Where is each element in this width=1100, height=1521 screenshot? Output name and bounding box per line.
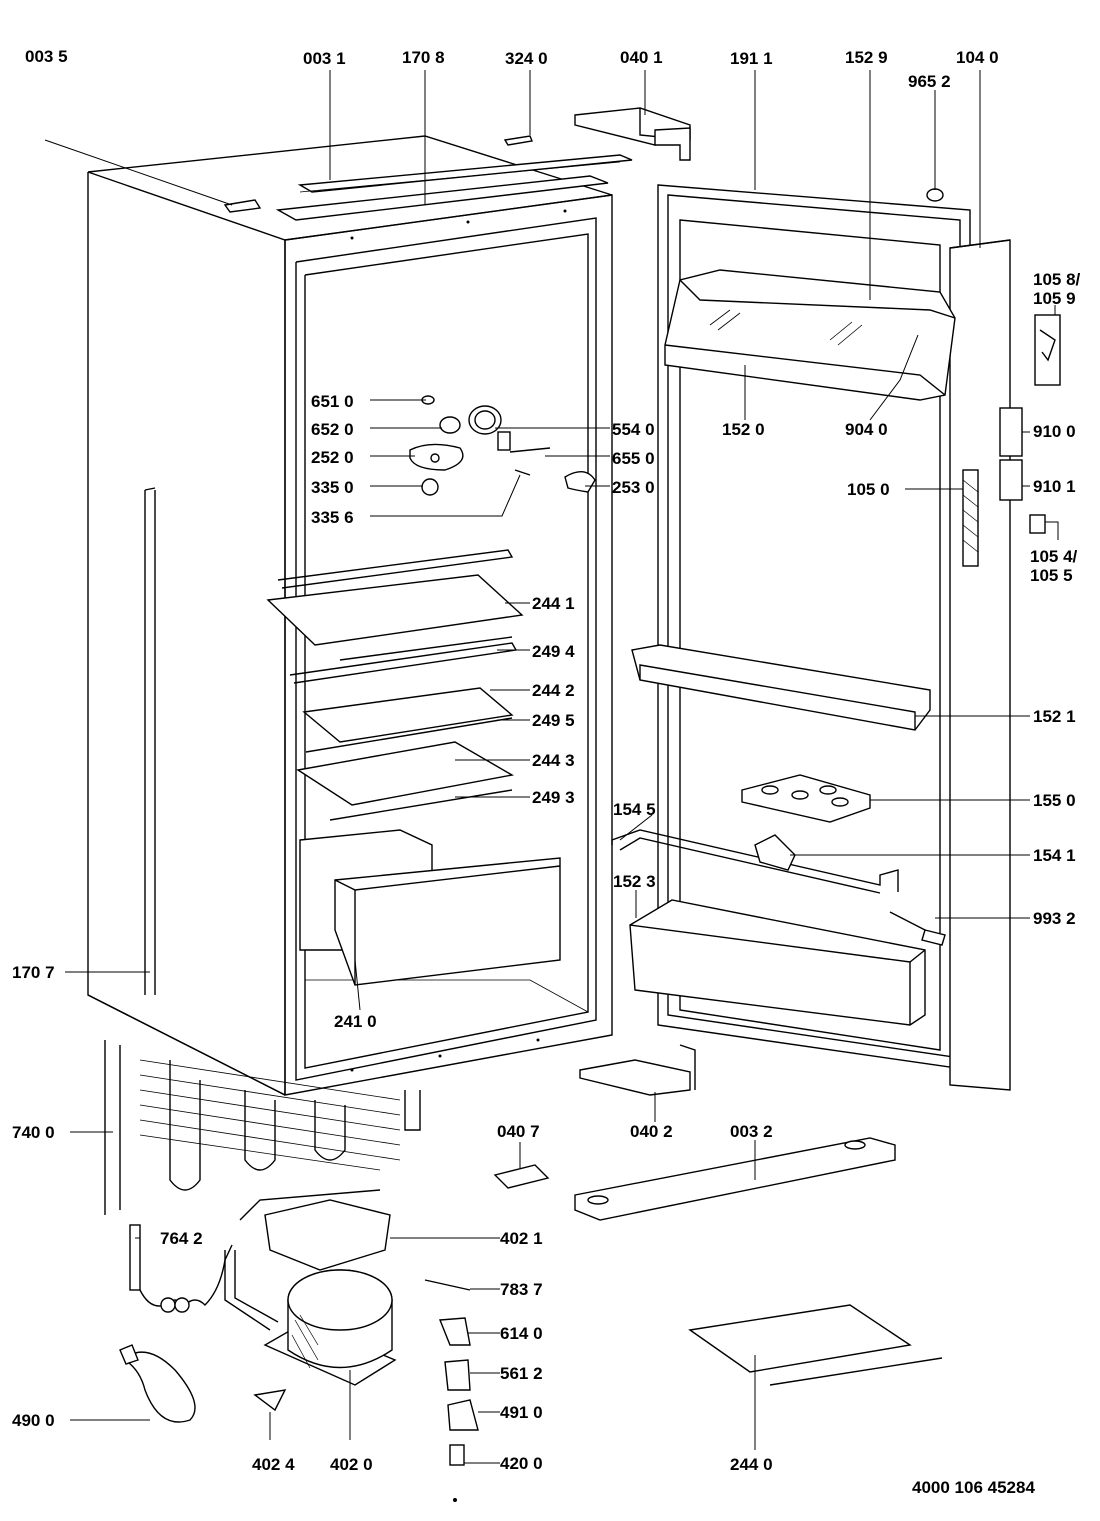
- label-9100: 910 0: [1033, 422, 1076, 441]
- label-4024: 402 4: [252, 1455, 295, 1474]
- glass-shelves: [266, 549, 524, 821]
- label-5612: 561 2: [500, 1364, 543, 1383]
- label-6520: 652 0: [311, 420, 354, 439]
- label-2410: 241 0: [334, 1012, 377, 1031]
- label-9101: 910 1: [1033, 477, 1076, 496]
- label-1055: 105 5: [1030, 566, 1073, 585]
- kickplate: [574, 1137, 896, 1221]
- bottom-hinge: [579, 1044, 696, 1096]
- label-4200: 420 0: [500, 1454, 543, 1473]
- label-5540: 554 0: [612, 420, 655, 439]
- label-1521: 152 1: [1033, 707, 1076, 726]
- label-1550: 155 0: [1033, 791, 1076, 810]
- label-0401: 040 1: [620, 48, 663, 67]
- side-strip: [144, 487, 156, 995]
- crisper-drawer: [299, 829, 561, 986]
- label-3240: 324 0: [505, 49, 548, 68]
- label-0402: 040 2: [630, 1122, 673, 1141]
- compressor-base-tray: [264, 1199, 391, 1271]
- label-6510: 651 0: [311, 392, 354, 411]
- thermostat-assembly: [409, 395, 596, 496]
- label-1523: 152 3: [613, 872, 656, 891]
- leader-lines: [44, 70, 1059, 1464]
- label-7400: 740 0: [12, 1123, 55, 1142]
- label-2494: 249 4: [532, 642, 575, 661]
- label-2493: 249 3: [532, 788, 575, 807]
- label-1054: 105 4/: [1030, 547, 1078, 566]
- sensor-with-coil: [129, 1224, 233, 1313]
- label-9040: 904 0: [845, 420, 888, 439]
- small-electrical-parts: [253, 1279, 479, 1502]
- label-6550: 655 0: [612, 449, 655, 468]
- label-2530: 253 0: [612, 478, 655, 497]
- label-1541: 154 1: [1033, 846, 1076, 865]
- label-7642: 764 2: [160, 1229, 203, 1248]
- document-number: 4000 106 45284: [912, 1478, 1035, 1497]
- label-1708: 170 8: [402, 48, 445, 67]
- label-0407: 040 7: [497, 1122, 540, 1141]
- label-1545: 154 5: [613, 800, 656, 819]
- label-2441: 244 1: [532, 594, 575, 613]
- label-1529: 152 9: [845, 48, 888, 67]
- top-hinge-part: [574, 107, 691, 161]
- label-1911: 191 1: [730, 49, 773, 68]
- label-4021: 402 1: [500, 1229, 543, 1248]
- label-3356: 335 6: [311, 508, 354, 527]
- label-2440: 244 0: [730, 1455, 773, 1474]
- top-cover-strips: [223, 135, 633, 221]
- label-7837: 783 7: [500, 1280, 543, 1299]
- label-1040: 104 0: [956, 48, 999, 67]
- label-2442: 244 2: [532, 681, 575, 700]
- loose-glass-shelf: [688, 1304, 943, 1386]
- label-1059: 105 9: [1033, 289, 1076, 308]
- label-3350: 335 0: [311, 478, 354, 497]
- label-2520: 252 0: [311, 448, 354, 467]
- condenser: [104, 1040, 421, 1215]
- label-0031: 003 1: [303, 49, 346, 68]
- compressor: [224, 1189, 397, 1386]
- label-0032: 003 2: [730, 1122, 773, 1141]
- door-assembly: [611, 184, 1061, 1091]
- plate-0407: [493, 1164, 550, 1189]
- power-cord: [119, 1344, 196, 1423]
- label-1058: 105 8/: [1033, 270, 1081, 289]
- label-2495: 249 5: [532, 711, 575, 730]
- label-9932: 993 2: [1033, 909, 1076, 928]
- label-0035: 003 5: [25, 47, 68, 66]
- label-1520: 152 0: [722, 420, 765, 439]
- label-1707: 170 7: [12, 963, 55, 982]
- label-1050: 105 0: [847, 480, 890, 499]
- label-4900: 490 0: [12, 1411, 55, 1430]
- label-4910: 491 0: [500, 1403, 543, 1422]
- label-4020: 402 0: [330, 1455, 373, 1474]
- label-2443: 244 3: [532, 751, 575, 770]
- label-9652: 965 2: [908, 72, 951, 91]
- label-6140: 614 0: [500, 1324, 543, 1343]
